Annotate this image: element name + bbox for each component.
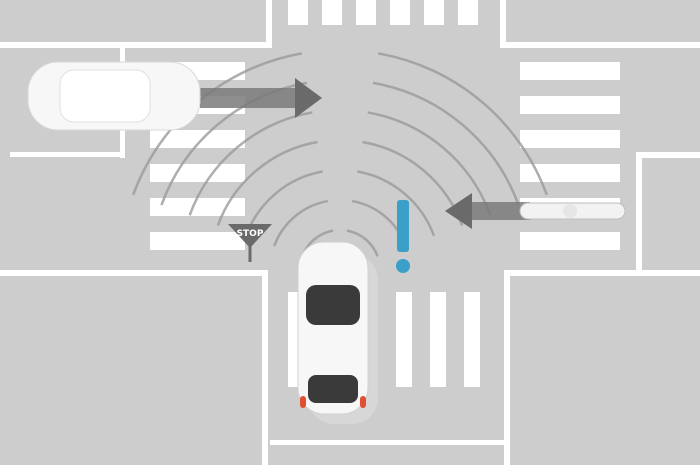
crosswalk-bottom: [288, 292, 480, 387]
sensor-arc: [377, 52, 548, 196]
sensor-arc: [346, 229, 379, 257]
stop-sign-label: STOP: [237, 229, 264, 239]
arrow-left-car: [200, 78, 322, 118]
sensor-arc: [367, 111, 492, 216]
car-center: [297, 241, 378, 424]
sensor-arc: [273, 199, 329, 247]
sensor-arc: [188, 111, 313, 216]
car-left: [27, 61, 201, 131]
sensor-arc: [372, 81, 520, 206]
crosswalk-top: [288, 0, 478, 25]
exclamation-icon: [396, 200, 410, 273]
sensor-arc: [357, 170, 436, 237]
arrow-motorcycle: [445, 193, 530, 229]
sensor-arc: [216, 140, 318, 226]
stop-sign-icon: STOP: [228, 224, 272, 262]
motorcycle: [519, 202, 626, 220]
